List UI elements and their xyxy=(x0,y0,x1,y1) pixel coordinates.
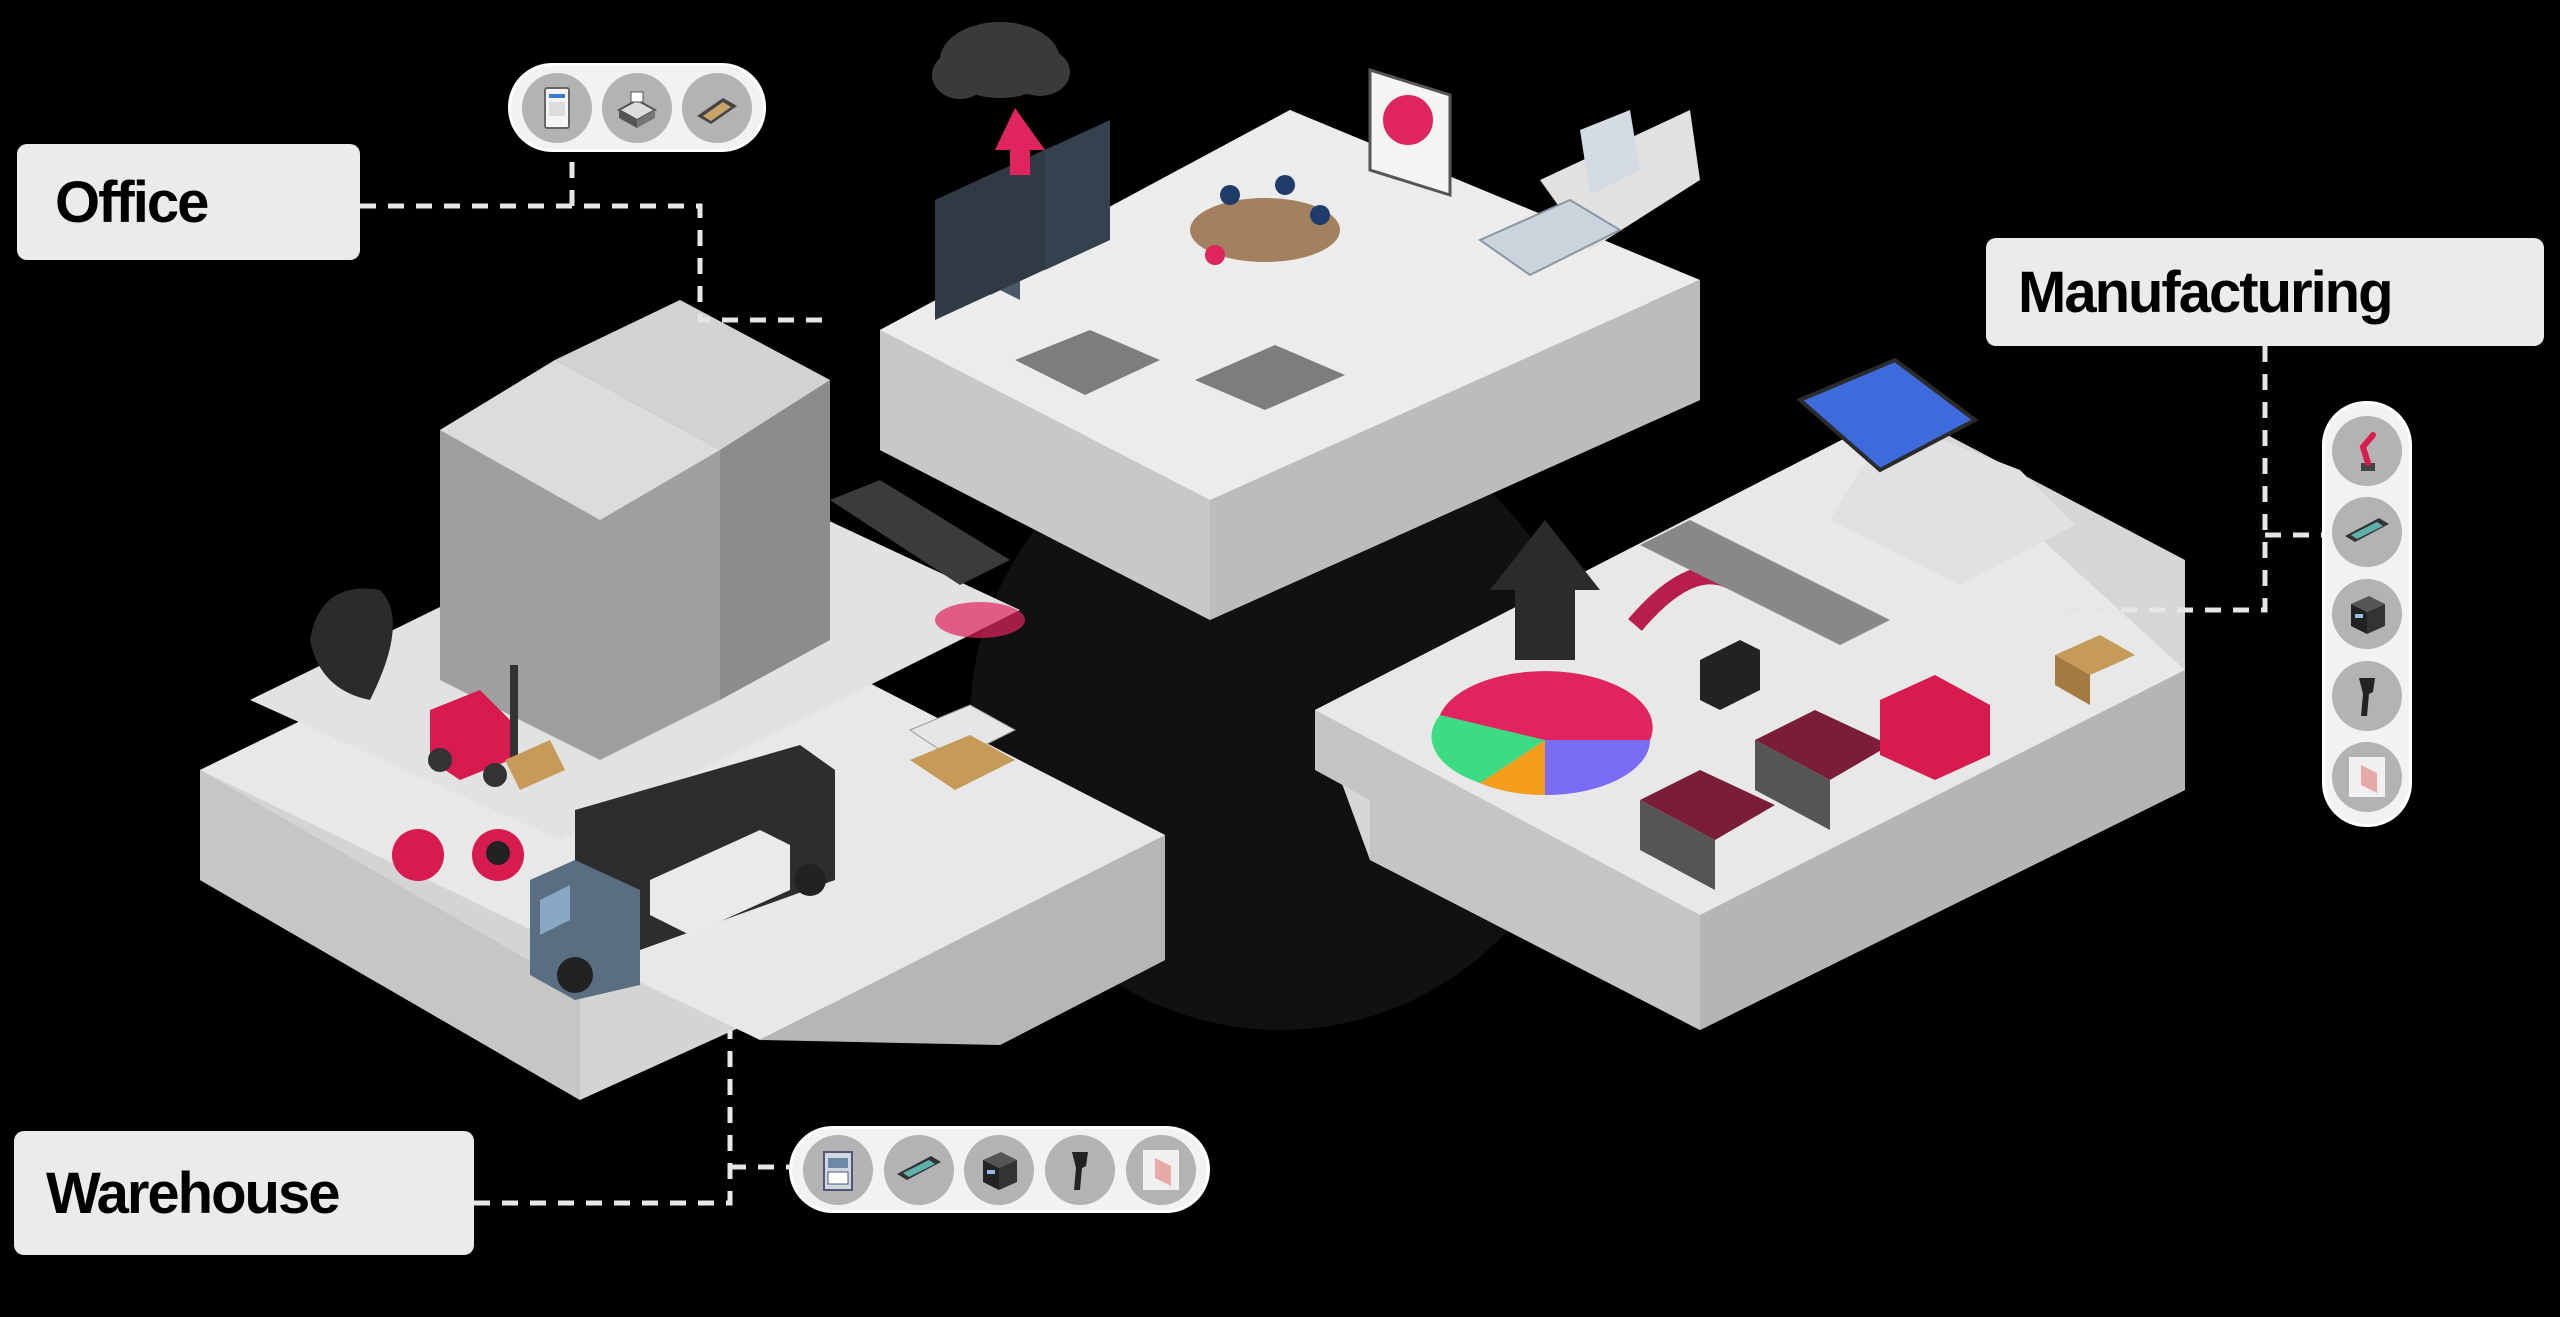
office-label-text: Office xyxy=(55,169,209,235)
cnc-machine xyxy=(1755,710,1890,780)
label-printer-icon xyxy=(964,1134,1035,1205)
large-format-printer xyxy=(1477,198,1623,277)
interactive-table xyxy=(1796,357,1979,473)
office-desk xyxy=(1015,330,1160,395)
warehouse-devices xyxy=(789,1126,1210,1213)
mobile-printer-icon xyxy=(602,72,672,143)
assembly-line xyxy=(1640,520,1890,645)
shelf-unit xyxy=(1700,640,1760,710)
server-racks xyxy=(935,120,1110,320)
handheld-terminal-icon xyxy=(2332,497,2402,568)
upload-arrow-icon xyxy=(995,108,1045,175)
rfid-reader-icon xyxy=(803,1134,874,1205)
connectors xyxy=(360,152,2322,1206)
cardboard-boxes xyxy=(2055,635,2135,675)
mobile-robot xyxy=(392,829,444,881)
conveyor-belt xyxy=(830,480,1010,585)
meeting-table xyxy=(1190,198,1340,262)
office-copier xyxy=(1580,110,1640,195)
warehouse-label: Warehouse xyxy=(14,1131,474,1255)
desktop-printer-icon xyxy=(522,72,592,143)
warehouse-shelving xyxy=(440,300,830,760)
security-camera-icon xyxy=(310,588,393,700)
rfid-gate-icon xyxy=(2332,742,2402,813)
manufacturing-label: Manufacturing xyxy=(1986,238,2544,346)
document-scanner-icon xyxy=(682,72,752,143)
warehouse-platform xyxy=(200,300,1165,1100)
cnc-machine xyxy=(1640,770,1775,840)
forklift xyxy=(1880,675,1990,780)
label-printer-icon xyxy=(2332,578,2402,649)
manufacturing-platform xyxy=(1315,357,2185,1030)
warehouse-label-text: Warehouse xyxy=(46,1160,340,1226)
manufacturing-devices xyxy=(2322,401,2412,827)
drone-icon xyxy=(935,602,1025,638)
forklift xyxy=(428,665,565,790)
barcode-scanner-icon xyxy=(1045,1134,1116,1205)
office-label: Office xyxy=(17,144,360,260)
rfid-gate-icon xyxy=(1125,1134,1196,1205)
cloud-icon xyxy=(932,22,1070,99)
office-desk xyxy=(1195,345,1345,410)
delivery-truck xyxy=(530,745,835,1000)
office-platform xyxy=(880,22,1700,620)
handheld-terminal-icon xyxy=(883,1134,954,1205)
growth-arrow-icon xyxy=(1490,520,1600,660)
manufacturing-label-text: Manufacturing xyxy=(2018,259,2394,325)
robotic-arm-icon xyxy=(2332,415,2402,486)
office-devices xyxy=(508,63,766,152)
barcode-scanner-icon xyxy=(2332,660,2402,731)
pie-chart-graphic xyxy=(1431,671,1653,795)
